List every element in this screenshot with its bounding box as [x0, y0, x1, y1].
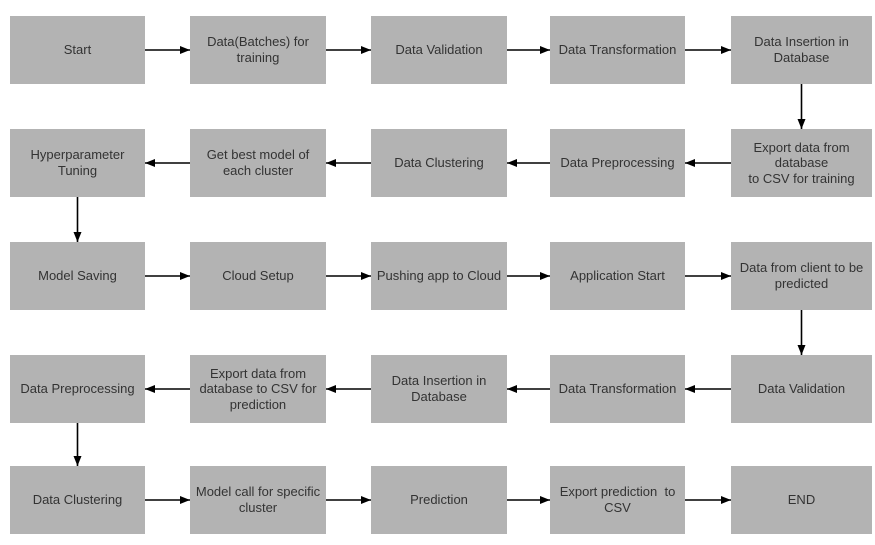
flow-node-data-clustering-2: Data Clustering [10, 466, 145, 534]
flow-node-export-csv-training: Export data from database to CSV for tra… [731, 129, 872, 197]
flow-node-export-csv-prediction: Export data from database to CSV for pre… [190, 355, 326, 423]
flow-node-data-from-client: Data from client to be predicted [731, 242, 872, 310]
flow-node-data-batches-training: Data(Batches) for training [190, 16, 326, 84]
flow-node-label: Data Transformation [558, 42, 677, 58]
flow-node-label: Data Validation [395, 42, 483, 58]
flow-node-label: Data Insertion in Database [391, 373, 487, 404]
flow-node-label: Data Clustering [32, 492, 123, 508]
flow-node-label: Data Preprocessing [560, 155, 675, 171]
flow-node-label: Cloud Setup [222, 268, 294, 284]
flow-node-data-transformation-1: Data Transformation [550, 16, 685, 84]
flow-node-label: Data Insertion in Database [754, 34, 849, 65]
flow-node-data-insertion-1: Data Insertion in Database [731, 16, 872, 84]
flow-node-label: Model Saving [38, 268, 117, 284]
flow-node-data-validation-2: Data Validation [731, 355, 872, 423]
flow-node-cloud-setup: Cloud Setup [190, 242, 326, 310]
flow-node-data-transformation-2: Data Transformation [550, 355, 685, 423]
flow-node-label: Pushing app to Cloud [376, 268, 502, 284]
flow-node-data-preprocessing-1: Data Preprocessing [550, 129, 685, 197]
flow-node-application-start: Application Start [550, 242, 685, 310]
flow-node-hyperparameter-tuning: Hyperparameter Tuning [10, 129, 145, 197]
flow-node-model-saving: Model Saving [10, 242, 145, 310]
flow-node-label: Hyperparameter Tuning [30, 147, 125, 178]
flow-node-start: Start [10, 16, 145, 84]
flow-node-end: END [731, 466, 872, 534]
flow-node-data-insertion-2: Data Insertion in Database [371, 355, 507, 423]
flow-node-label: Model call for specific cluster [195, 484, 321, 515]
flow-node-data-validation-1: Data Validation [371, 16, 507, 84]
flow-node-export-prediction-csv: Export prediction to CSV [550, 466, 685, 534]
flow-node-label: END [787, 492, 816, 508]
flow-node-label: Start [63, 42, 92, 58]
flow-node-label: Data(Batches) for training [207, 34, 309, 65]
flow-node-label: Data Preprocessing [20, 381, 135, 397]
flow-node-prediction: Prediction [371, 466, 507, 534]
flow-node-label: Export data from database to CSV for tra… [748, 139, 855, 186]
flow-node-model-call-cluster: Model call for specific cluster [190, 466, 326, 534]
flow-node-label: Get best model of each cluster [206, 147, 310, 178]
flow-node-label: Data Validation [757, 381, 846, 397]
flow-node-pushing-app-to-cloud: Pushing app to Cloud [371, 242, 507, 310]
flow-node-data-preprocessing-2: Data Preprocessing [10, 355, 145, 423]
flow-node-label: Data from client to be predicted [739, 260, 864, 291]
flow-node-label: Export data from database to CSV for pre… [199, 365, 317, 412]
flow-node-label: Prediction [410, 492, 468, 508]
flow-node-label: Application Start [570, 268, 665, 284]
flow-node-label: Export prediction to CSV [559, 484, 676, 515]
flow-node-data-clustering-1: Data Clustering [371, 129, 507, 197]
flow-node-label: Data Transformation [558, 381, 677, 397]
flow-node-label: Data Clustering [394, 155, 484, 171]
flow-node-get-best-model: Get best model of each cluster [190, 129, 326, 197]
